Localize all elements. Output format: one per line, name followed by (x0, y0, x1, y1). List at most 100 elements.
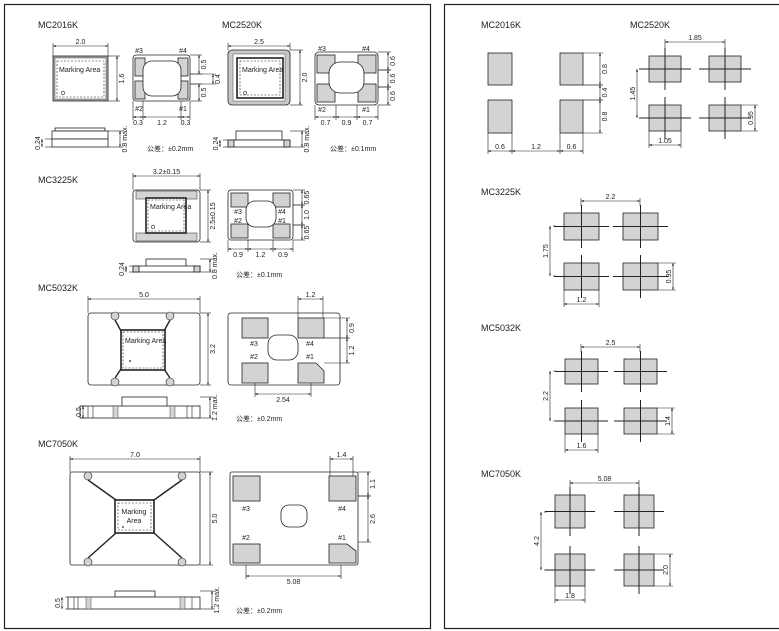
package-side-view (79, 405, 201, 419)
dimension-label: 0.9 (233, 252, 243, 259)
dimension-label: 2.2 (606, 194, 616, 201)
marking-area-label: Marking Area (125, 338, 166, 345)
rect (193, 265, 201, 273)
pad (272, 223, 291, 239)
dimension-label: 0.6 (495, 144, 505, 151)
pad-1 (297, 362, 325, 384)
package-side-view (67, 596, 201, 610)
dimension-label: 1.8 (565, 593, 575, 600)
dimension-label: 1.2 (256, 252, 266, 259)
dimension-label: 1.6 (577, 443, 587, 450)
package-title: MC3225K (38, 175, 78, 185)
pin-2-label: #2 (250, 354, 258, 361)
dimension-label: 0.5 (55, 598, 62, 608)
rect (132, 265, 140, 273)
right-panel-border (443, 3, 779, 630)
package-title: MC2520K (222, 20, 262, 30)
trace (153, 479, 183, 501)
pin-4-label: #4 (278, 209, 286, 216)
tolerance-note: 公差：±0.1mm (236, 270, 282, 279)
dimension-label: 0.6 (390, 91, 397, 101)
pin-2-label: #2 (242, 535, 250, 542)
dimension-label: 5.08 (287, 579, 301, 586)
marking-area-label: Marking Area (59, 67, 100, 74)
pad (230, 192, 249, 208)
pin-3-label: #3 (242, 506, 250, 513)
dimension-label: 2.54 (276, 397, 290, 404)
pin-1-label: #1 (179, 106, 187, 113)
dimension-label: 0.4 (602, 88, 609, 98)
trace (114, 319, 122, 332)
pad (241, 317, 269, 339)
pin-2-label: #2 (234, 218, 242, 225)
dimension-label: 1.2 max. (214, 587, 221, 614)
marking-area-box (239, 60, 281, 96)
dimension-label: 0.6 (390, 56, 397, 66)
dimension-label: 2.5±0.15 (210, 202, 217, 229)
marking-area-box (56, 60, 105, 98)
pad (232, 543, 261, 564)
trace (153, 532, 183, 559)
package-title: MC2016K (481, 20, 521, 30)
dimension-label: 2.0 (663, 565, 670, 575)
trace (87, 479, 117, 501)
dimension-label: 0.6 (390, 74, 397, 84)
dimension-label: 0.3 (133, 120, 143, 127)
dimension-label: 0.8 (602, 64, 609, 74)
pin-4-label: #4 (338, 506, 346, 513)
marking-area-box (122, 331, 164, 369)
rect (112, 405, 119, 419)
dimension-label: 0.65 (304, 191, 311, 205)
marking-area-label: Marking (122, 509, 147, 516)
dimension-label: 0.95 (748, 111, 755, 125)
dimension-label: 2.0 (302, 73, 309, 83)
dimension-label: 5.0 (212, 514, 219, 524)
castellation (165, 377, 175, 387)
dimension-label: 0.24 (119, 262, 126, 276)
dimension-label: 1.2 (306, 292, 316, 299)
dimension-label: 1.2 (349, 346, 356, 356)
center-recess (267, 334, 299, 361)
package-title: MC5032K (481, 323, 521, 333)
dimension-label: 2.5 (606, 340, 616, 347)
package-title: MC7050K (38, 439, 78, 449)
dimension-label: 1.4 (337, 452, 347, 459)
castellation (83, 557, 93, 567)
trace (163, 319, 171, 332)
castellation (177, 557, 187, 567)
dimension-label: 0.95 (666, 270, 673, 284)
rect (51, 138, 109, 148)
dimension-label: 1.6 (119, 74, 126, 84)
package-side-lid (121, 396, 168, 408)
castellation (110, 377, 120, 387)
package-side-lid (114, 590, 156, 598)
package-title: MC7050K (481, 469, 521, 479)
package-title: MC3225K (481, 187, 521, 197)
dimension-label: 1.2 (157, 120, 167, 127)
trace (114, 368, 122, 379)
pin-4-label: #4 (306, 341, 314, 348)
dimension-label: 4.2 (534, 536, 541, 546)
marking-area-label: Marking Area (150, 204, 191, 211)
rect (169, 405, 176, 419)
tolerance-note: 公差：±0.2mm (147, 144, 193, 153)
package-title: MC2016K (38, 20, 78, 30)
rect (135, 232, 198, 242)
dimension-label: 1.2 (531, 144, 541, 151)
trace (87, 532, 117, 559)
pad (328, 475, 357, 502)
dimension-label: 0.5 (76, 407, 83, 417)
pad (316, 83, 336, 103)
package-title: MC5032K (38, 283, 78, 293)
pin-3-label: #3 (135, 48, 143, 55)
pin-3-label: #3 (234, 209, 242, 216)
package-side-lid (54, 127, 106, 132)
pin1-indicator-icon (129, 360, 131, 362)
pin-4-label: #4 (362, 46, 370, 53)
dimension-label: 2.2 (543, 391, 550, 401)
dimension-label: 0.5 (201, 60, 208, 70)
dimension-label: 5.08 (598, 476, 612, 483)
pad (297, 317, 325, 339)
dimension-label: 1.4 (665, 416, 672, 426)
pin-3-label: #3 (250, 341, 258, 348)
